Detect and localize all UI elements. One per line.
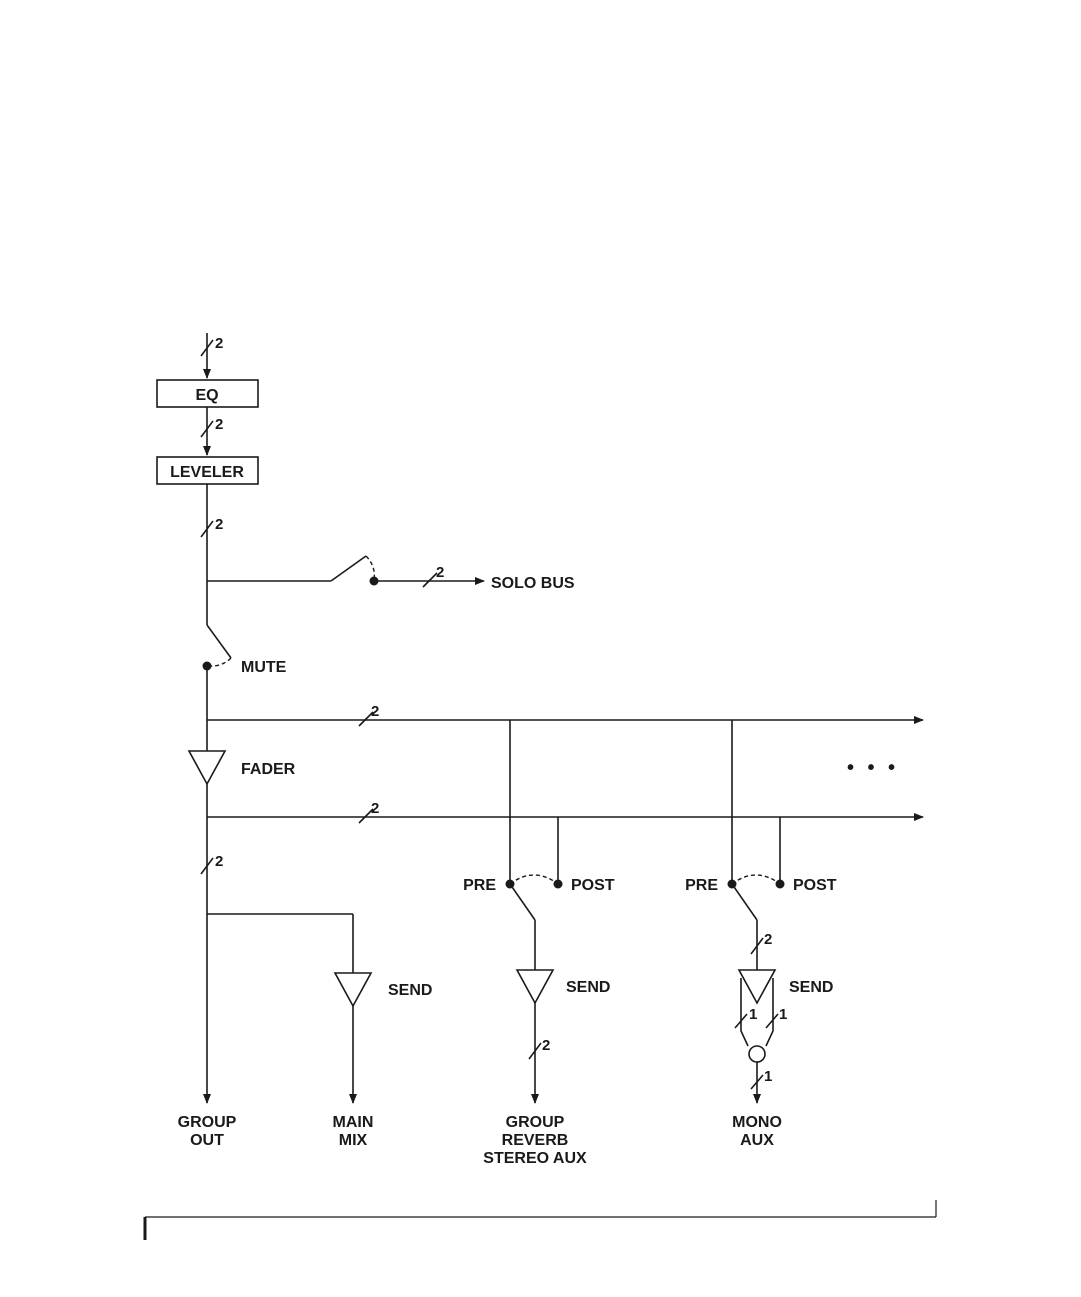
post-fader-bus-count: 2	[371, 800, 379, 817]
mono-send-label: SEND	[789, 979, 833, 996]
fader-triangle	[189, 751, 225, 784]
mono-left-count: 1	[749, 1006, 757, 1023]
mute-label: MUTE	[241, 659, 287, 676]
pre-post-1-switch-arm	[510, 884, 535, 920]
reverb-out-count: 2	[542, 1037, 550, 1054]
pre-post-1-dashed	[510, 875, 558, 884]
solo-switch-arm	[331, 556, 366, 581]
mono-aux-label-line1: MONO	[732, 1114, 782, 1131]
input-count: 2	[215, 335, 223, 352]
mono-send-triangle	[739, 970, 775, 1003]
mono-right-count: 1	[779, 1006, 787, 1023]
post-1-label: POST	[571, 877, 615, 894]
solo-switch-dashed	[366, 556, 374, 580]
main-mix-label-line2: MIX	[339, 1132, 368, 1149]
mute-switch-dashed	[208, 658, 231, 666]
main-send-label: SEND	[388, 982, 432, 999]
solo-bus-label: SOLO BUS	[491, 575, 575, 592]
group-reverb-label-line2: REVERB	[502, 1132, 569, 1149]
mono-aux-label-line2: AUX	[740, 1132, 774, 1149]
leveler-label: LEVELER	[170, 464, 244, 481]
fader-label: FADER	[241, 761, 296, 778]
mono-right-slash	[766, 1014, 778, 1028]
pre-post-2-dashed	[732, 875, 780, 884]
eq-to-leveler-count: 2	[215, 416, 223, 433]
group-out-label-line1: GROUP	[178, 1114, 237, 1131]
mono-in-count: 2	[764, 931, 772, 948]
pre-post-2-switch-arm	[732, 884, 757, 920]
solo-count-slash	[423, 573, 437, 587]
group-out-label-line2: OUT	[190, 1132, 224, 1149]
main-send-triangle	[335, 973, 371, 1006]
group-reverb-label-line1: GROUP	[506, 1114, 565, 1131]
group-reverb-label-line3: STEREO AUX	[483, 1150, 587, 1167]
mono-out-count: 1	[764, 1068, 772, 1085]
mono-right-wire	[766, 978, 773, 1046]
summing-node	[749, 1046, 765, 1062]
mono-left-wire	[741, 978, 748, 1046]
eq-label: EQ	[195, 387, 218, 404]
more-channels-ellipsis: • • •	[847, 757, 899, 779]
group-out-count: 2	[215, 853, 223, 870]
pre-1-label: PRE	[463, 877, 496, 894]
mute-switch-arm	[207, 625, 231, 658]
leveler-out-count: 2	[215, 516, 223, 533]
solo-count: 2	[436, 564, 444, 581]
pre-fader-bus-count: 2	[371, 703, 379, 720]
group-send-triangle	[517, 970, 553, 1003]
main-mix-label-line1: MAIN	[333, 1114, 374, 1131]
pre-2-label: PRE	[685, 877, 718, 894]
group-send-label: SEND	[566, 979, 610, 996]
post-2-label: POST	[793, 877, 837, 894]
